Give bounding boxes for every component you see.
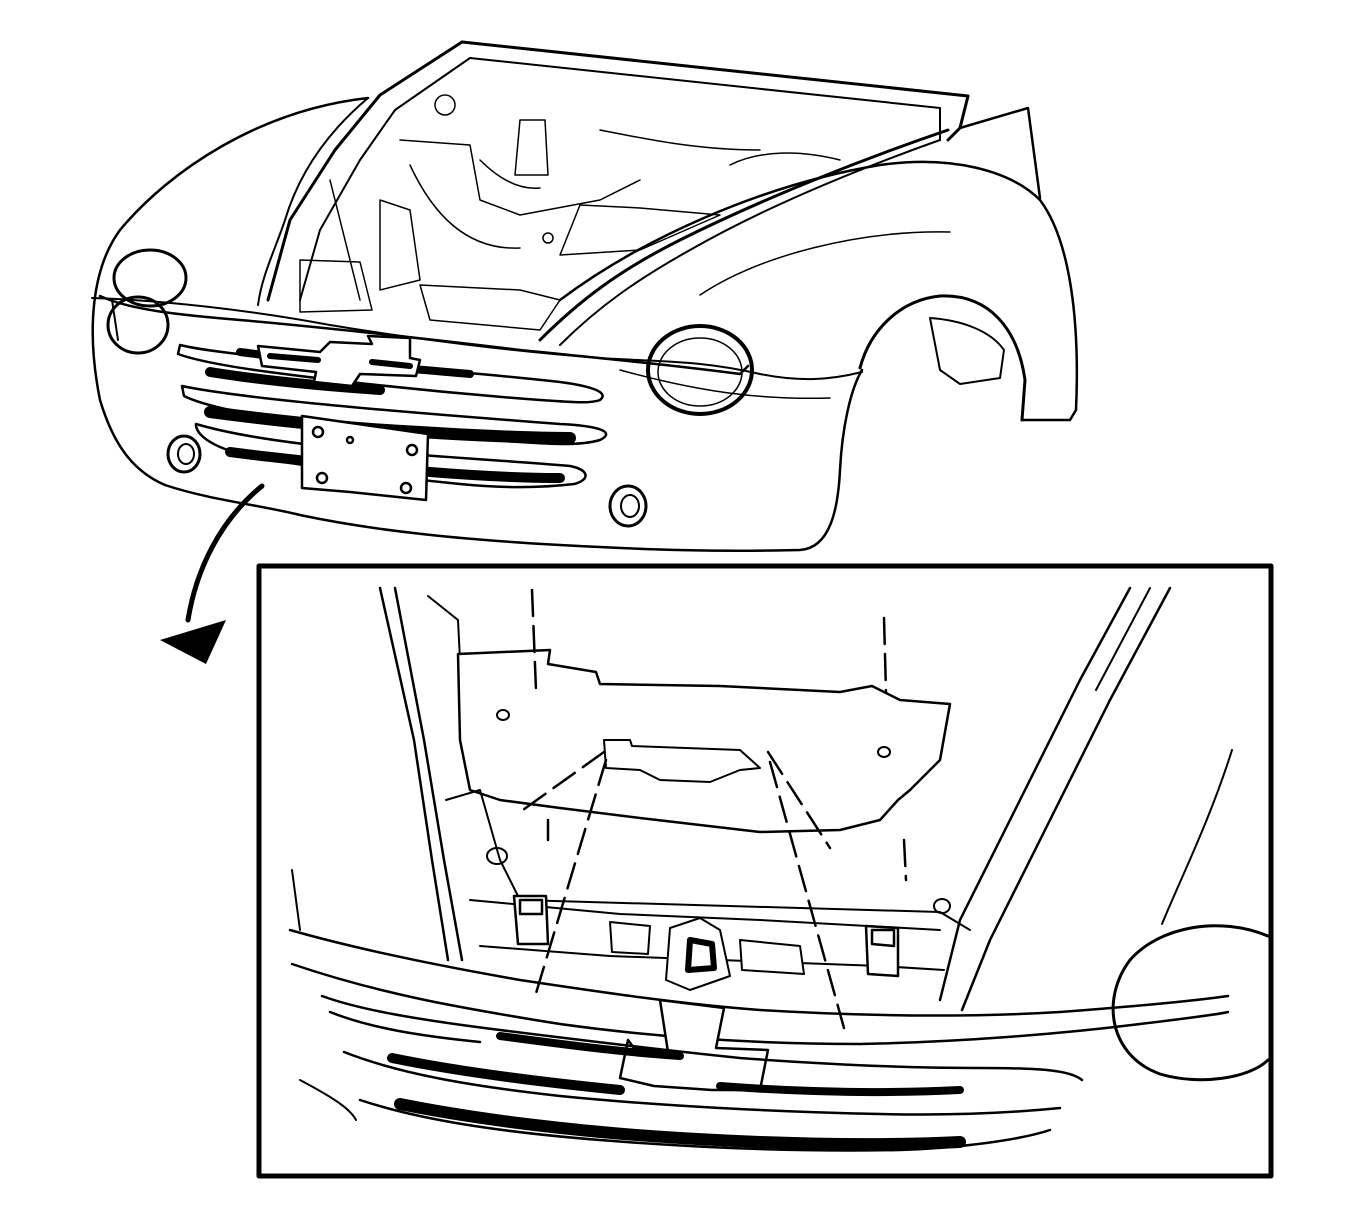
detail-frame xyxy=(256,563,1274,1179)
fog-lamp-left xyxy=(166,434,202,474)
radiator-support xyxy=(445,789,971,931)
bowtie-emblem-icon xyxy=(256,334,422,388)
license-plate-bracket xyxy=(300,414,430,502)
hood-bumper-right xyxy=(864,924,900,978)
right-fender xyxy=(558,160,1079,422)
detail-headlamp xyxy=(1111,749,1270,1082)
left-fender xyxy=(257,97,369,306)
front-fascia-outline xyxy=(91,96,864,553)
detail-grille xyxy=(299,994,1084,1152)
vehicle-overview xyxy=(91,40,1079,553)
engine-bay-frame-right-inner xyxy=(559,139,941,346)
curved-arrow-down-left-icon xyxy=(160,483,265,664)
left-rail xyxy=(378,586,450,962)
hood-bumper-left xyxy=(512,894,550,946)
panel-center-tab xyxy=(603,739,761,783)
hood-latch xyxy=(609,917,805,991)
engine-bay-components xyxy=(299,94,841,331)
emblem-cutout xyxy=(618,998,770,1092)
grille-upper-bar xyxy=(98,294,750,376)
wheel-arch xyxy=(858,294,1027,422)
headlamp-left xyxy=(106,248,188,355)
right-fender-top xyxy=(958,106,1042,200)
engine-bay-frame-right xyxy=(538,128,950,342)
grille-mesh-1 xyxy=(205,367,385,395)
headlamp-right xyxy=(646,324,754,416)
alignment-lines xyxy=(518,588,908,1030)
windshield-header xyxy=(460,40,970,142)
fender-inner-line xyxy=(699,231,951,296)
engine-bay-frame-left xyxy=(266,40,464,302)
wheel-arch-inner xyxy=(929,317,1005,385)
detail-view xyxy=(288,586,1270,1152)
fascia-upper-edge xyxy=(288,928,1230,1017)
fog-lamp-right xyxy=(608,484,648,528)
windshield-header-inner xyxy=(469,57,941,141)
right-rail xyxy=(938,586,1132,1002)
side-crease xyxy=(619,369,831,400)
engine-bay-frame-left-inner xyxy=(299,57,471,301)
